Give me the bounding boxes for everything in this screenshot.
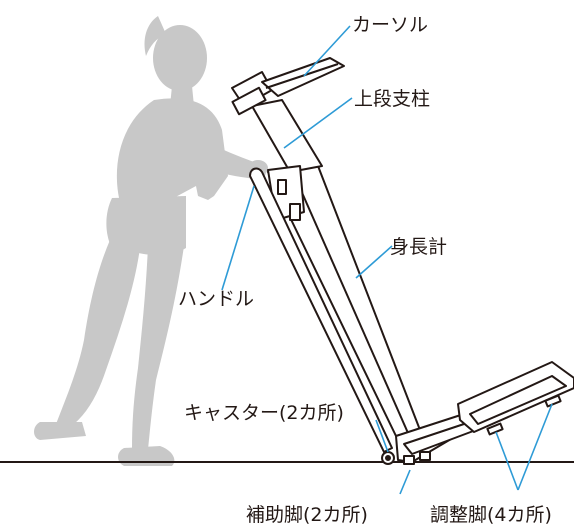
leader-handle (221, 185, 255, 291)
leader-upper-column (283, 97, 353, 149)
leader-adjust-feet-2 (517, 403, 553, 491)
label-adjust-feet: 調整脚(4カ所) (430, 504, 552, 526)
label-casters: キャスター(2カ所) (184, 402, 344, 424)
aux-foot (403, 455, 415, 465)
leader-casters (375, 419, 389, 453)
leader-adjust-feet-1 (495, 431, 519, 491)
leader-stadiometer (355, 245, 393, 279)
leader-aux-feet (399, 469, 411, 495)
label-stadiometer: 身長計 (390, 236, 448, 258)
label-handle: ハンドル (178, 288, 255, 310)
upper-column (251, 99, 323, 173)
label-aux-feet: 補助脚(2カ所) (246, 504, 368, 526)
label-upper-column: 上段支柱 (354, 88, 431, 110)
leader-cursor (303, 25, 351, 77)
person-silhouette (34, 16, 268, 466)
cursor-plate (261, 57, 345, 97)
label-cursor: カーソル (352, 14, 429, 36)
leader-lines (221, 25, 553, 495)
